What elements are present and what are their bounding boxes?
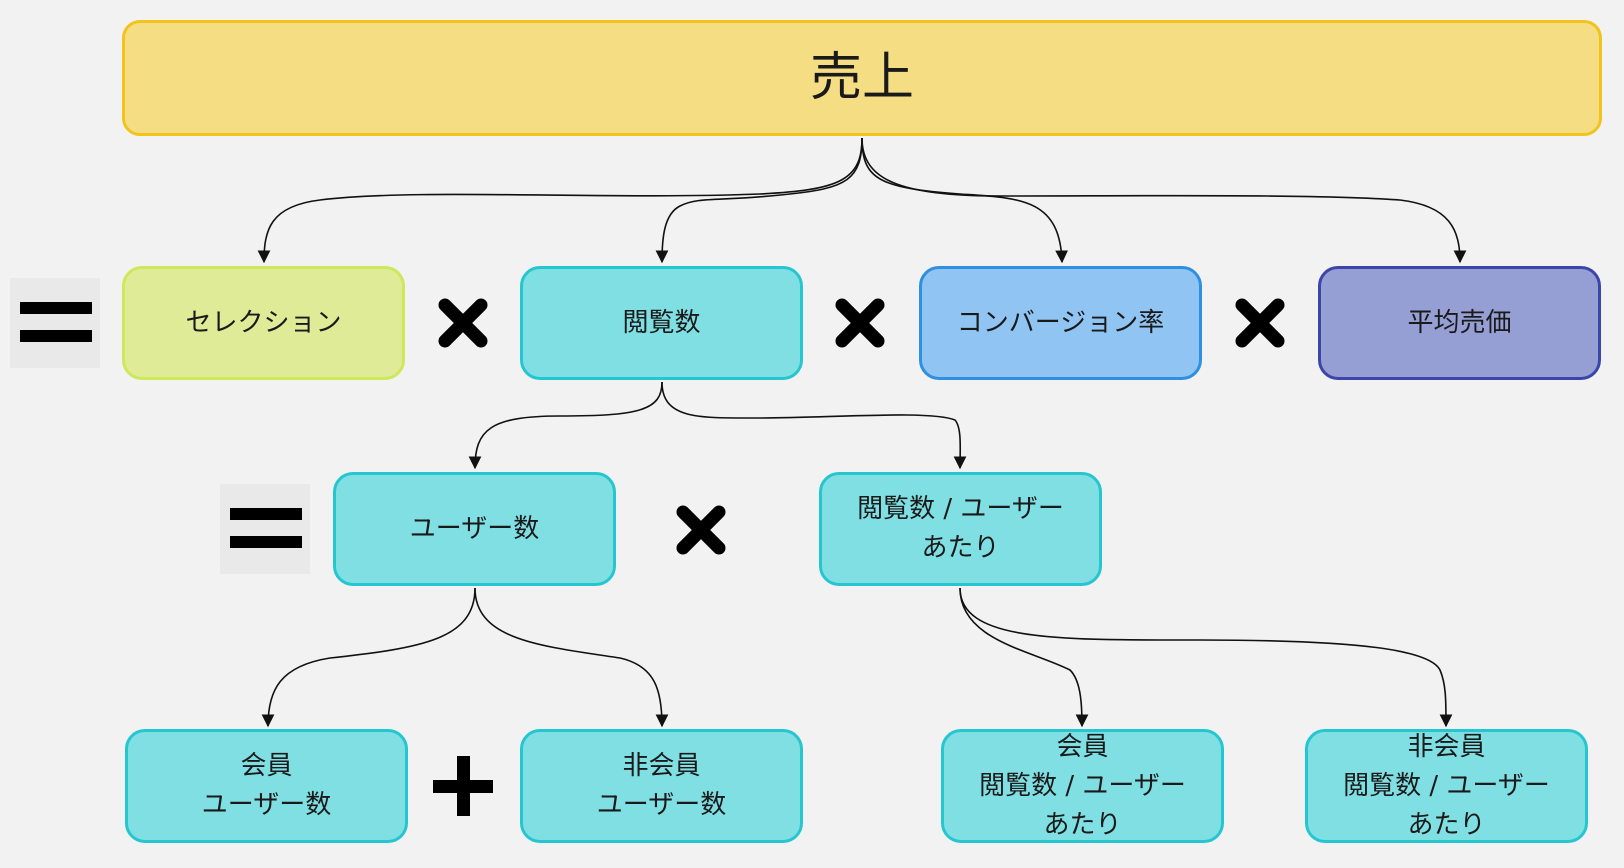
node-member-user-count: 会員 ユーザー数 xyxy=(125,729,408,843)
equals-icon xyxy=(220,484,310,574)
multiply-icon xyxy=(835,298,885,348)
equals-icon xyxy=(10,278,100,368)
connector-vpu-member xyxy=(959,587,1089,728)
plus-icon xyxy=(433,756,493,816)
node-member-views-per-user: 会員 閲覧数 / ユーザー あたり xyxy=(941,729,1224,843)
connector-views-users xyxy=(468,381,663,470)
connector-users-nonmember xyxy=(474,587,669,728)
node-user-count-label: ユーザー数 xyxy=(409,513,540,544)
node-conversion-rate: コンバージョン率 xyxy=(919,266,1202,380)
node-views: 閲覧数 xyxy=(520,266,803,380)
connector-root-price xyxy=(861,137,1467,264)
multiply-icon xyxy=(438,298,488,348)
node-user-count: ユーザー数 xyxy=(333,472,616,586)
node-nonmember-views-per-user: 非会員 閲覧数 / ユーザー あたり xyxy=(1305,729,1588,843)
node-selection: セレクション xyxy=(122,266,405,380)
node-nonmember-user-count-label: 非会員 ユーザー数 xyxy=(596,751,727,820)
connector-users-member xyxy=(261,587,476,728)
node-views-per-user: 閲覧数 / ユーザー あたり xyxy=(819,472,1102,586)
node-conversion-rate-label: コンバージョン率 xyxy=(956,307,1165,338)
multiply-icon xyxy=(1235,298,1285,348)
node-nonmember-views-per-user-label: 非会員 閲覧数 / ユーザー あたり xyxy=(1343,731,1550,840)
node-member-user-count-label: 会員 ユーザー数 xyxy=(201,751,332,820)
node-average-price: 平均売価 xyxy=(1318,266,1601,380)
node-nonmember-user-count: 非会員 ユーザー数 xyxy=(520,729,803,843)
connector-views-vpu xyxy=(661,381,967,470)
connector-root-selection xyxy=(257,137,863,264)
node-selection-label: セレクション xyxy=(185,307,342,338)
multiply-icon xyxy=(676,505,726,555)
connector-root-views xyxy=(655,137,863,264)
node-average-price-label: 平均売価 xyxy=(1407,307,1512,338)
connector-root-conversion xyxy=(861,137,1069,264)
node-views-per-user-label: 閲覧数 / ユーザー あたり xyxy=(857,494,1064,563)
root-node-sales: 売上 xyxy=(122,20,1602,136)
connector-vpu-nonmember xyxy=(959,587,1453,728)
node-views-label: 閲覧数 xyxy=(622,307,701,338)
node-member-views-per-user-label: 会員 閲覧数 / ユーザー あたり xyxy=(979,731,1186,840)
root-node-label: 売上 xyxy=(809,48,914,108)
